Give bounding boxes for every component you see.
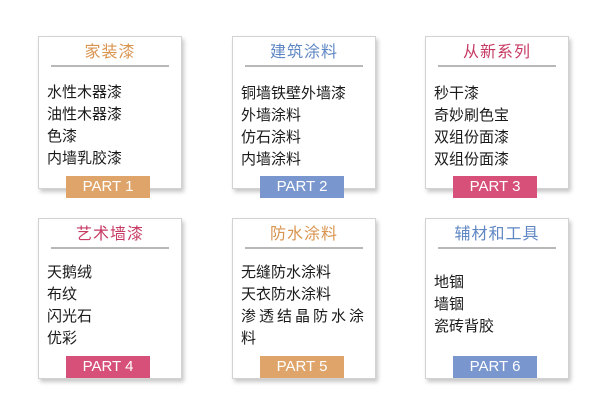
list-item: 油性木器漆 [47,105,123,123]
divider [51,247,169,249]
card-title: 辅材和工具 [454,224,540,243]
card-part-4: 艺术墙漆 天鹅绒 布纹 闪光石 优彩 PART 4 [38,218,182,379]
card-title: 从新系列 [462,42,531,61]
divider [438,65,556,67]
card-part-1: 家装漆 水性木器漆 油性木器漆 色漆 内墙乳胶漆 PART 1 [38,36,182,198]
part-badge[interactable]: PART 6 [453,356,537,378]
list-item: 水性木器漆 [47,83,123,101]
card-title: 建筑涂料 [269,42,338,61]
list-item: 奇妙刷色宝 [434,106,510,124]
part-badge[interactable]: PART 1 [66,176,150,198]
list-item: 内墙涂料 [241,150,302,168]
list-item: 布纹 [47,285,78,303]
list-item: 墙锢 [434,295,465,313]
item-list: 无缝防水涂料 天衣防水涂料 渗透结晶防水涂料 [241,261,371,349]
part-badge[interactable]: PART 5 [260,356,344,378]
list-item: 铜墙铁壁外墙漆 [241,84,347,102]
divider [51,65,169,67]
card-title: 艺术墙漆 [75,224,144,243]
list-item: 天衣防水涂料 [241,285,332,303]
item-list: 水性木器漆 油性木器漆 色漆 内墙乳胶漆 [47,81,122,169]
list-item: 闪光石 [47,307,93,325]
card-part-5: 防水涂料 无缝防水涂料 天衣防水涂料 渗透结晶防水涂料 PART 5 [232,218,376,379]
item-list: 铜墙铁壁外墙漆 外墙涂料 仿石涂料 内墙涂料 [241,82,346,170]
card-part-3: 从新系列 秒干漆 奇妙刷色宝 双组份面漆 双组份面漆 PART 3 [425,36,569,198]
list-item: 地锢 [434,273,465,291]
list-item: 天鹅绒 [47,263,93,281]
list-item: 优彩 [47,329,78,347]
list-item: 外墙涂料 [241,106,302,124]
part-badge[interactable]: PART 4 [66,356,150,378]
list-item: 色漆 [47,127,78,145]
item-list: 天鹅绒 布纹 闪光石 优彩 [47,261,92,349]
list-item: 内墙乳胶漆 [47,149,123,167]
divider [245,247,363,249]
card-part-2: 建筑涂料 铜墙铁壁外墙漆 外墙涂料 仿石涂料 内墙涂料 PART 2 [232,36,376,198]
list-item: 秒干漆 [434,84,480,102]
divider [438,247,556,249]
list-item: 双组份面漆 [434,128,510,146]
item-list: 地锢 墙锢 瓷砖背胶 [434,271,494,337]
list-item: 仿石涂料 [241,128,302,146]
card-part-6: 辅材和工具 地锢 墙锢 瓷砖背胶 PART 6 [425,218,569,379]
list-item: 瓷砖背胶 [434,317,495,335]
part-badge[interactable]: PART 2 [260,176,344,198]
card-title: 家装漆 [84,42,136,61]
divider [245,65,363,67]
card-title: 防水涂料 [269,224,338,243]
list-item: 双组份面漆 [434,150,510,168]
item-list: 秒干漆 奇妙刷色宝 双组份面漆 双组份面漆 [434,82,509,170]
list-item: 无缝防水涂料 [241,263,332,281]
part-badge[interactable]: PART 3 [453,176,537,198]
list-item: 渗透结晶防水涂料 [241,307,368,347]
